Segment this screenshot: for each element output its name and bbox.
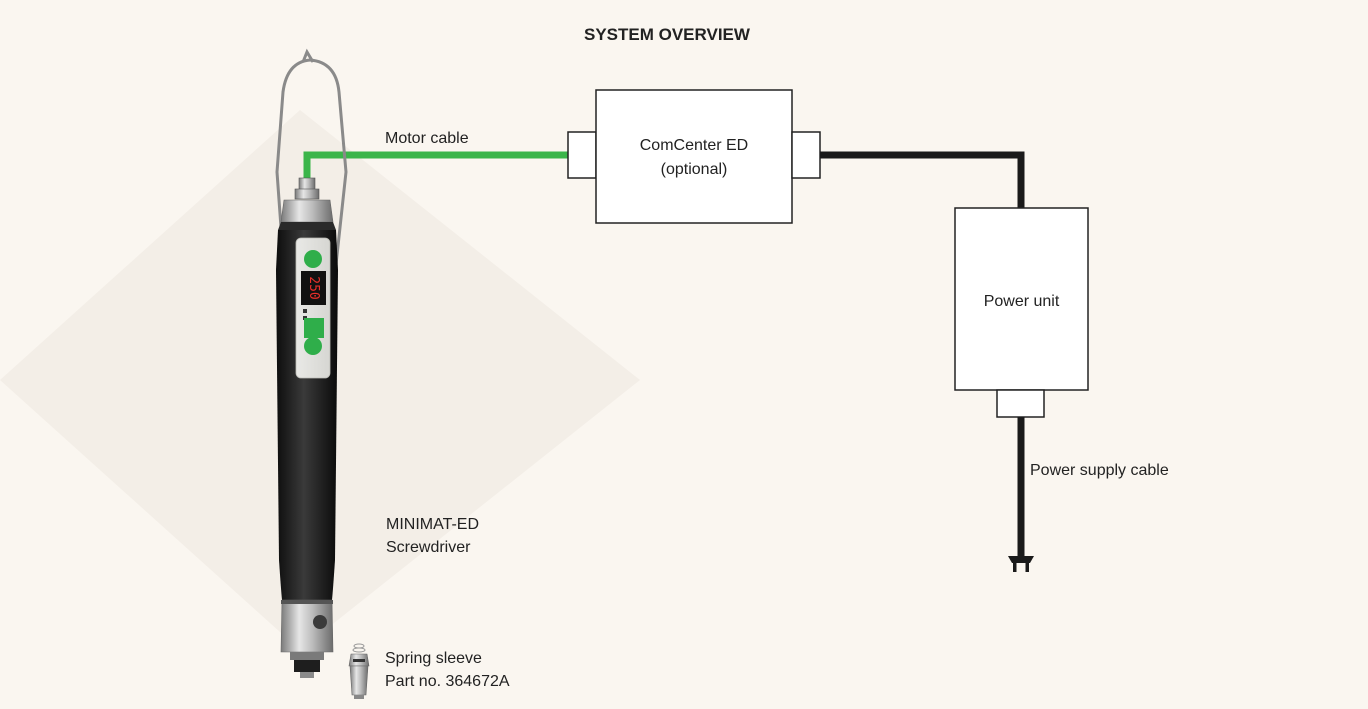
power-unit-label: Power unit: [983, 293, 1060, 310]
motor-cable-label: Motor cable: [385, 130, 469, 147]
middle-square-button: [304, 318, 324, 338]
power-unit-socket: [996, 389, 1045, 418]
power-supply-cable-label: Power supply cable: [1030, 462, 1169, 479]
led-display: [301, 271, 326, 305]
display-digits: 250: [306, 276, 321, 299]
head-collar: [280, 199, 334, 223]
spring-sleeve-label: Spring sleeve: [385, 650, 482, 667]
power-unit-box: [954, 207, 1089, 391]
comcenter-left-connector: [567, 131, 597, 179]
comcenter-optional-label: (optional): [660, 161, 728, 178]
screwdriver-name-label: MINIMAT-ED: [386, 516, 480, 533]
spring-sleeve-illustration: [348, 643, 370, 699]
comcenter-box: [595, 89, 793, 224]
diagram-title: SYSTEM OVERVIEW: [584, 25, 750, 44]
power-plug-icon: [1008, 556, 1034, 572]
spring-sleeve-part-number: Part no. 364672A: [385, 673, 510, 690]
screwdriver-type-label: Screwdriver: [386, 539, 471, 556]
comcenter-right-connector: [791, 131, 821, 179]
comcenter-label: ComCenter ED: [639, 137, 749, 154]
upper-button: [304, 250, 322, 268]
hanger-hook: [301, 48, 315, 63]
screwdriver-illustration: 250: [275, 48, 348, 678]
power-unit-cable-line: [820, 151, 1025, 208]
wire-hanger-icon: [275, 58, 348, 284]
motor-cable-line: [303, 151, 568, 180]
lower-button: [304, 337, 322, 355]
